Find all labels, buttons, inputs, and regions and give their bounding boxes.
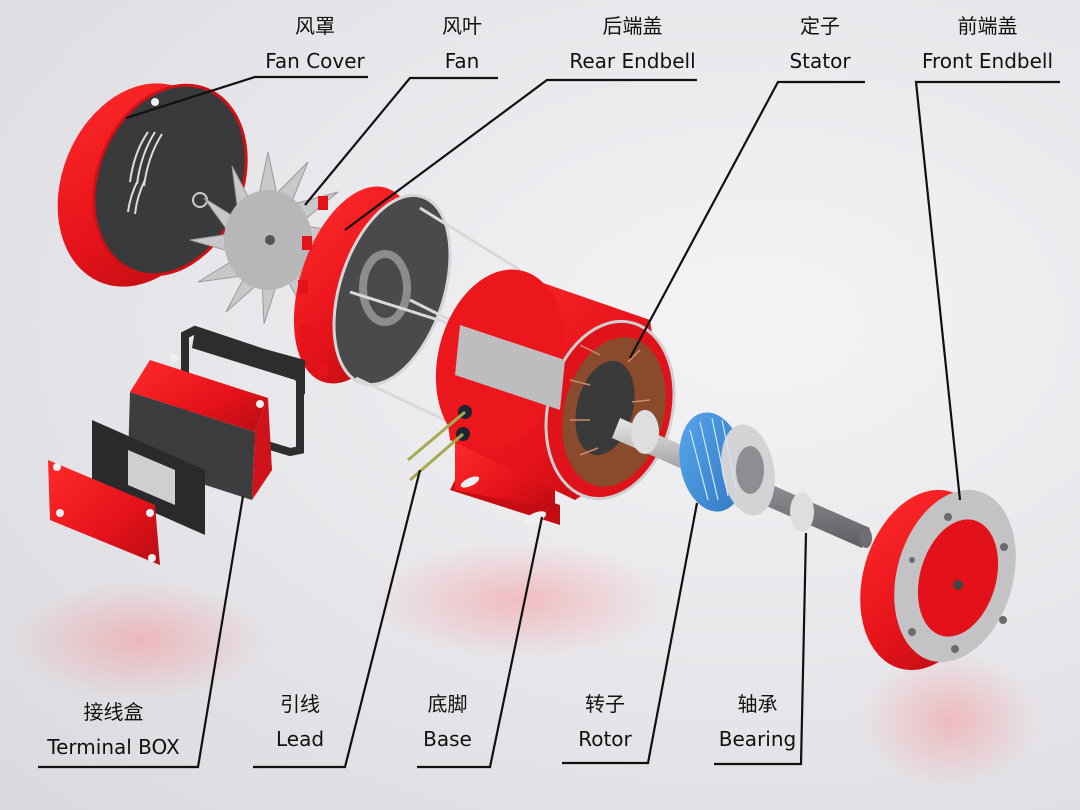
label-stator: 定子 Stator <box>770 14 870 74</box>
label-rear-endbell: 后端盖 Rear Endbell <box>560 14 705 74</box>
stator-housing-part <box>435 269 676 525</box>
leader-lines <box>38 75 1060 769</box>
label-rotor: 转子 Rotor <box>560 692 650 752</box>
rotor-part <box>612 410 872 548</box>
label-en: Base <box>423 727 472 751</box>
label-cn: 转子 <box>585 692 625 716</box>
label-fan-cover: 风罩 Fan Cover <box>250 14 380 74</box>
label-front-endbell: 前端盖 Front Endbell <box>910 14 1065 74</box>
label-en: Rear Endbell <box>569 49 696 73</box>
label-en: Stator <box>789 49 851 73</box>
terminal-box-part <box>48 325 305 565</box>
label-cn: 轴承 <box>737 692 778 716</box>
label-lead: 引线 Lead <box>255 692 345 752</box>
label-fan: 风叶 Fan <box>412 14 512 74</box>
front-endbell-part <box>860 489 1016 671</box>
label-en: Front Endbell <box>921 49 1054 73</box>
label-en: Bearing <box>718 727 797 751</box>
label-cn: 引线 <box>280 692 320 716</box>
rear-endbell-part <box>293 186 452 387</box>
label-en: Terminal BOX <box>47 735 180 759</box>
label-terminal-box: 接线盒 Terminal BOX <box>36 700 191 760</box>
label-en: Fan Cover <box>265 49 365 73</box>
label-en: Lead <box>275 727 325 751</box>
label-cn: 接线盒 <box>83 700 144 724</box>
fan-cover-part <box>57 83 248 287</box>
label-cn: 风叶 <box>442 14 482 38</box>
label-cn: 定子 <box>800 14 840 38</box>
label-cn: 底脚 <box>427 692 468 716</box>
label-cn: 后端盖 <box>602 14 663 38</box>
label-en: Rotor <box>578 727 632 751</box>
label-cn: 风罩 <box>295 14 335 38</box>
label-cn: 前端盖 <box>957 14 1018 38</box>
label-bearing: 轴承 Bearing <box>710 692 805 752</box>
label-base: 底脚 Base <box>405 692 490 752</box>
label-en: Fan <box>444 49 480 73</box>
